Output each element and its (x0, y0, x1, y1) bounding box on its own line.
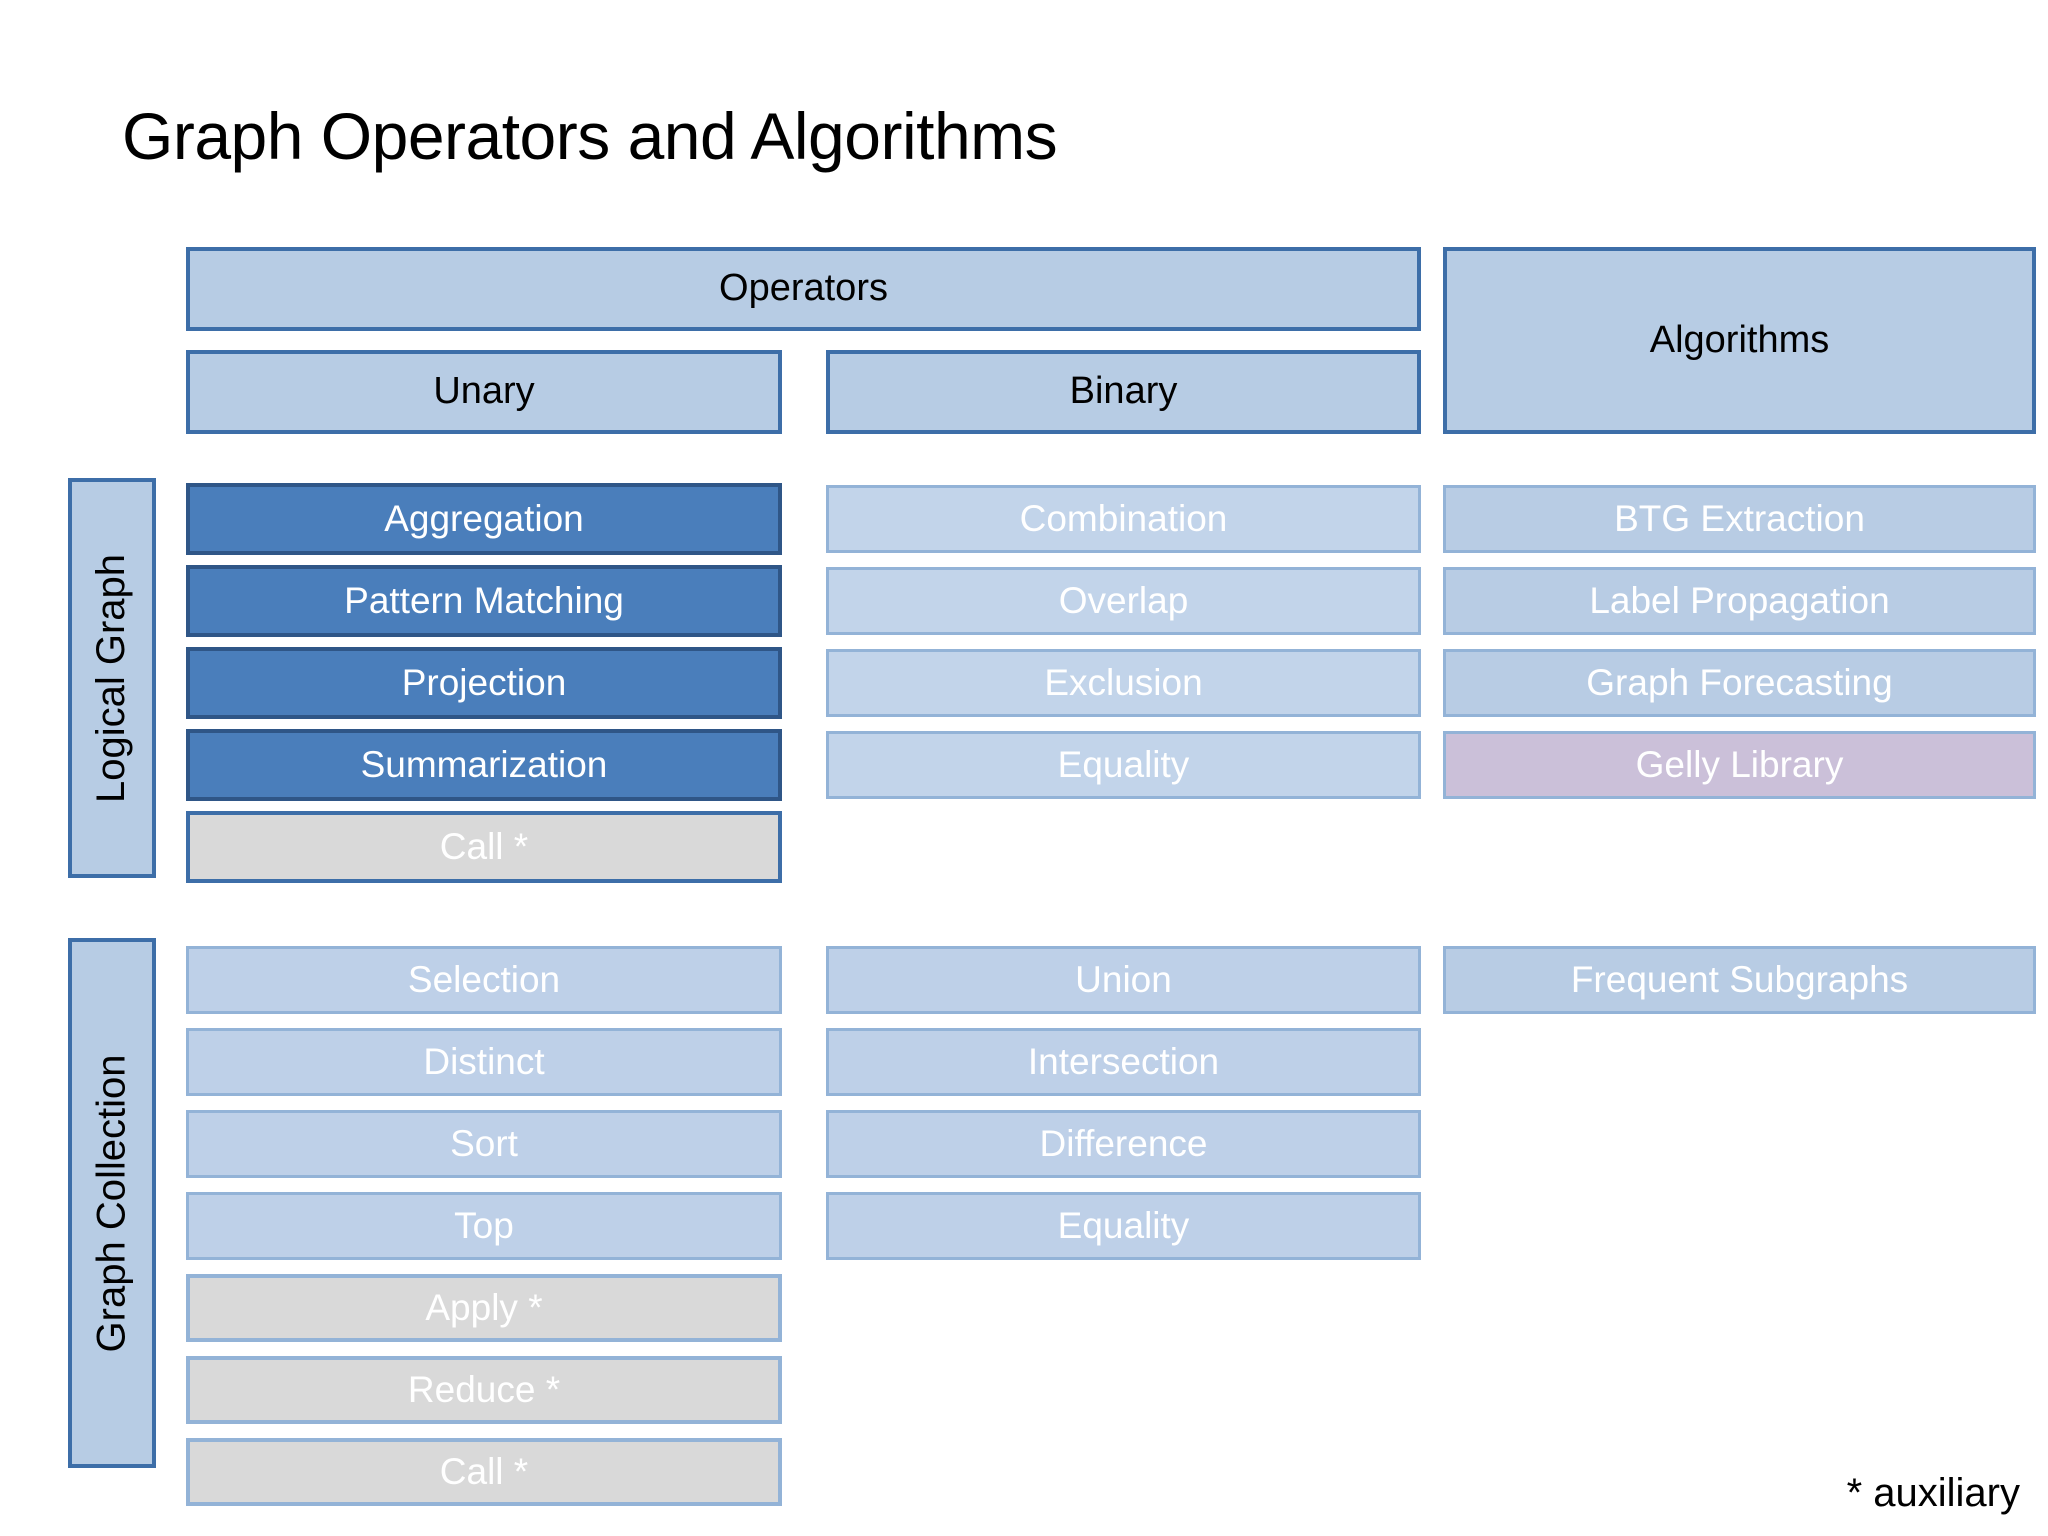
operator-box-apply[interactable]: Apply * (186, 1274, 782, 1342)
operator-box-reduce[interactable]: Reduce * (186, 1356, 782, 1424)
operator-box-summarization[interactable]: Summarization (186, 729, 782, 801)
header-unary: Unary (186, 350, 782, 434)
operator-box-call-collection[interactable]: Call * (186, 1438, 782, 1506)
header-algorithms: Algorithms (1443, 247, 2036, 434)
side-label-logical-graph-text: Logical Graph (89, 553, 134, 803)
operator-box-combination[interactable]: Combination (826, 485, 1421, 553)
operator-box-projection[interactable]: Projection (186, 647, 782, 719)
operator-box-pattern-matching[interactable]: Pattern Matching (186, 565, 782, 637)
page-title: Graph Operators and Algorithms (122, 99, 1058, 173)
operator-box-difference[interactable]: Difference (826, 1110, 1421, 1178)
algorithm-box-btg-extraction[interactable]: BTG Extraction (1443, 485, 2036, 553)
algorithm-box-gelly-library[interactable]: Gelly Library (1443, 731, 2036, 799)
header-binary: Binary (826, 350, 1421, 434)
operator-box-exclusion[interactable]: Exclusion (826, 649, 1421, 717)
side-label-graph-collection-text: Graph Collection (89, 1054, 134, 1352)
header-operators: Operators (186, 247, 1421, 331)
operator-box-sort[interactable]: Sort (186, 1110, 782, 1178)
operator-box-equality-collection[interactable]: Equality (826, 1192, 1421, 1260)
operator-box-aggregation[interactable]: Aggregation (186, 483, 782, 555)
algorithm-box-graph-forecasting[interactable]: Graph Forecasting (1443, 649, 2036, 717)
algorithm-box-label-propagation[interactable]: Label Propagation (1443, 567, 2036, 635)
footnote-auxiliary: * auxiliary (1846, 1471, 2020, 1515)
operator-box-overlap[interactable]: Overlap (826, 567, 1421, 635)
side-label-logical-graph: Logical Graph (68, 478, 156, 878)
operator-box-equality-logical[interactable]: Equality (826, 731, 1421, 799)
algorithm-box-frequent-subgraphs[interactable]: Frequent Subgraphs (1443, 946, 2036, 1014)
operator-box-intersection[interactable]: Intersection (826, 1028, 1421, 1096)
side-label-graph-collection: Graph Collection (68, 938, 156, 1468)
operator-box-selection[interactable]: Selection (186, 946, 782, 1014)
operator-box-distinct[interactable]: Distinct (186, 1028, 782, 1096)
operator-box-top[interactable]: Top (186, 1192, 782, 1260)
operator-box-union[interactable]: Union (826, 946, 1421, 1014)
operator-box-call-logical[interactable]: Call * (186, 811, 782, 883)
